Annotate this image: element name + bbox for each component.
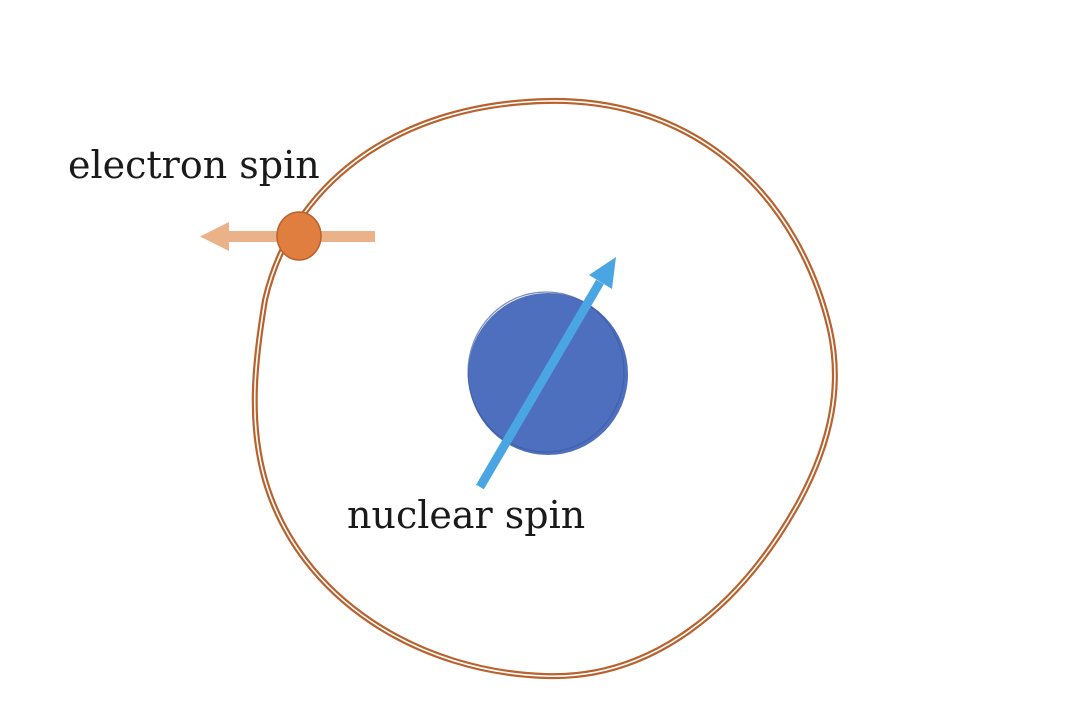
electron-orbit — [251, 97, 838, 680]
nuclear-spin-arrow — [476, 257, 616, 490]
electron — [276, 211, 322, 261]
electron-spin-label: electron spin — [68, 143, 320, 187]
nuclear-spin-label: nuclear spin — [347, 493, 586, 537]
